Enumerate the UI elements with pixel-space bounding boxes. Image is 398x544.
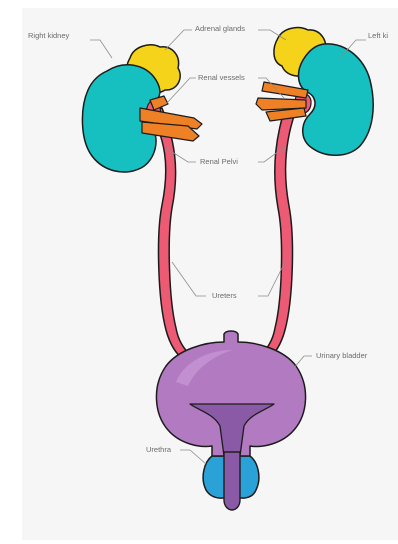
right-kidney-group: [82, 45, 202, 172]
label-right-kidney: Right kidney: [28, 31, 70, 40]
left-renal-vessels: [256, 82, 308, 121]
label-renal-vessels: Renal vessels: [198, 73, 245, 82]
label-adrenal-glands: Adrenal glands: [195, 24, 245, 33]
label-ureters: Ureters: [212, 291, 237, 300]
label-urethra: Urethra: [146, 445, 172, 454]
ureters: [150, 102, 298, 360]
label-renal-pelvis: Renal Pelvi: [200, 157, 238, 166]
label-urinary-bladder: Urinary bladder: [316, 351, 368, 360]
bladder-group: [156, 331, 305, 510]
left-ureter: [259, 102, 298, 360]
label-left-kidney: Left ki: [368, 31, 388, 40]
urethra: [224, 452, 240, 510]
left-kidney-group: [256, 28, 373, 156]
